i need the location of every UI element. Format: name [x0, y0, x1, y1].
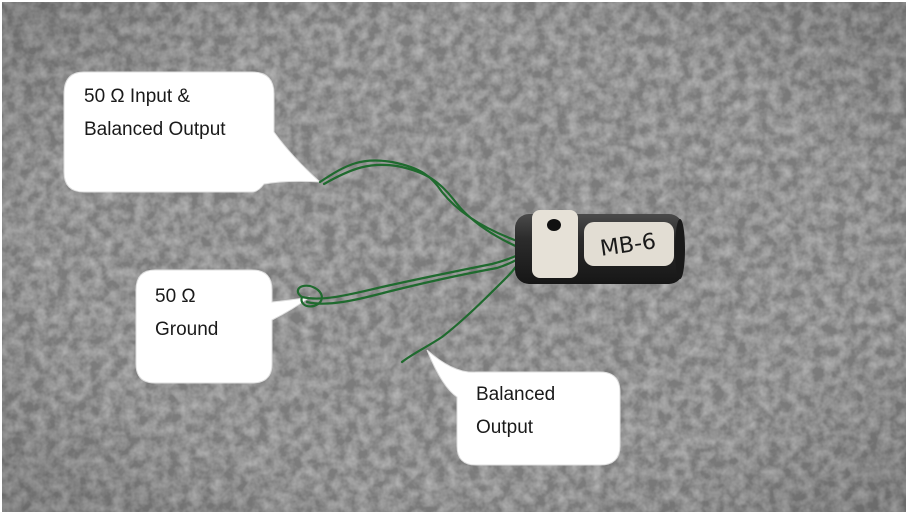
- callout-balanced-output: Balanced Output: [476, 378, 555, 444]
- wire-ground-loop: [296, 284, 323, 308]
- wire-ground: [300, 252, 522, 300]
- callout-line: Output: [476, 417, 534, 438]
- core-tag-left: [532, 210, 578, 278]
- callout-line: 50 Ω: [155, 286, 196, 307]
- wire-ground-twist: [305, 256, 522, 305]
- callout-bubble-output: [426, 349, 621, 466]
- callout-input-balanced-output: 50 Ω Input & Balanced Output: [84, 80, 226, 146]
- wire-input-twist: [322, 163, 522, 250]
- balun-core: [515, 210, 685, 284]
- core-tag-right: [584, 222, 674, 266]
- wire-output: [400, 258, 522, 364]
- callout-ground: 50 Ω Ground: [155, 280, 218, 346]
- callout-line: Balanced: [476, 384, 556, 405]
- callout-bubble-input: [63, 71, 322, 193]
- callout-bubble-ground: [135, 269, 311, 384]
- callout-line: Ground: [155, 319, 219, 340]
- callout-line: Balanced Output: [84, 119, 226, 140]
- wires: [296, 159, 522, 364]
- callout-line: 50 Ω Input &: [84, 86, 191, 107]
